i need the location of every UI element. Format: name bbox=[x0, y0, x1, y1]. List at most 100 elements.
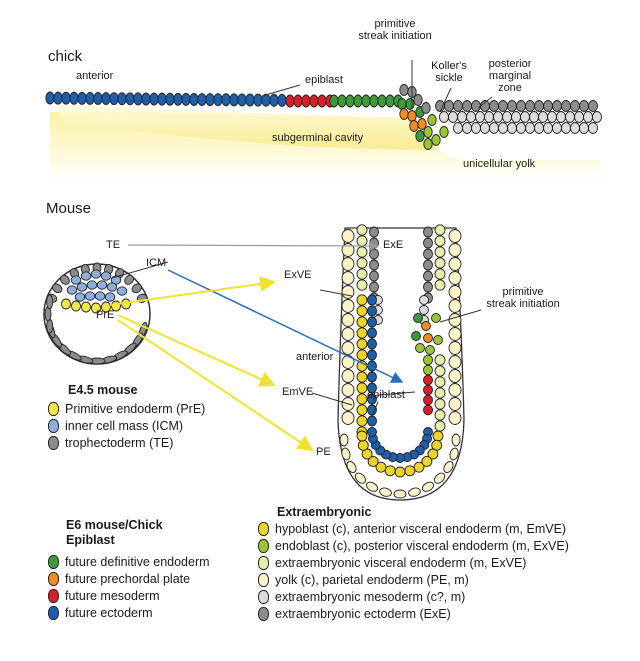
legend-label: extraembryonic ectoderm (ExE) bbox=[275, 607, 451, 621]
cell bbox=[377, 94, 387, 108]
cell bbox=[165, 92, 175, 106]
cell bbox=[101, 92, 111, 106]
exve-label: ExVE bbox=[284, 269, 312, 281]
legend-label: extraembryonic mesoderm (c?, m) bbox=[275, 590, 466, 604]
cell bbox=[448, 243, 462, 257]
cell bbox=[431, 134, 441, 146]
cell bbox=[369, 226, 379, 238]
cell bbox=[369, 281, 379, 293]
cell bbox=[356, 246, 368, 258]
legend-swatch bbox=[48, 572, 59, 586]
cell bbox=[423, 226, 433, 238]
cell bbox=[131, 283, 142, 294]
chick-anterior-label: anterior bbox=[76, 70, 114, 82]
cell bbox=[361, 94, 371, 108]
cell bbox=[439, 126, 449, 138]
cell bbox=[423, 394, 433, 406]
cell bbox=[245, 93, 255, 107]
cell bbox=[404, 465, 416, 477]
cell bbox=[356, 404, 368, 416]
cell bbox=[341, 243, 355, 257]
cell bbox=[94, 291, 106, 301]
cell bbox=[507, 100, 517, 112]
cell bbox=[356, 338, 368, 350]
cell bbox=[423, 138, 433, 150]
cell bbox=[341, 327, 355, 341]
cell bbox=[367, 294, 377, 306]
cell bbox=[356, 268, 368, 280]
cell bbox=[421, 321, 431, 331]
cell bbox=[66, 285, 78, 295]
cell bbox=[86, 280, 98, 290]
cell bbox=[457, 111, 467, 123]
mouse-streak-label: primitive streak initiation bbox=[486, 286, 560, 310]
legend-e45-heading: E4.5 mouse bbox=[68, 383, 138, 397]
cell bbox=[385, 94, 395, 108]
cell bbox=[480, 122, 490, 134]
cell bbox=[423, 333, 433, 343]
cell bbox=[448, 299, 462, 313]
cell bbox=[229, 93, 239, 107]
cell bbox=[369, 248, 379, 260]
cell bbox=[367, 349, 377, 361]
cell bbox=[462, 122, 472, 134]
cell bbox=[547, 111, 557, 123]
cell bbox=[293, 94, 303, 108]
cell bbox=[434, 420, 446, 432]
cell bbox=[405, 98, 415, 110]
posterior-marginal-zone-label: posterior marginal zone bbox=[488, 58, 532, 94]
legend-label: future definitive endoderm bbox=[65, 555, 210, 569]
legend-item: Primitive endoderm (PrE) bbox=[48, 402, 205, 416]
legend-item: future prechordal plate bbox=[48, 572, 190, 586]
cell bbox=[353, 94, 363, 108]
cell bbox=[425, 345, 435, 355]
cell bbox=[443, 460, 454, 474]
cell bbox=[498, 100, 508, 112]
subgerminal-cavity-label: subgerminal cavity bbox=[272, 132, 364, 144]
cell bbox=[173, 92, 183, 106]
cell bbox=[489, 122, 499, 134]
blastocyst bbox=[43, 262, 151, 365]
cell bbox=[529, 111, 539, 123]
legend-e6-heading: E6 mouse/Chick Epiblast bbox=[66, 518, 163, 547]
legend-swatch bbox=[258, 556, 269, 570]
legend-item: endoblast (c), posterior visceral endode… bbox=[258, 539, 569, 553]
chick-yolk bbox=[50, 104, 600, 180]
cell bbox=[543, 100, 553, 112]
cell bbox=[341, 229, 355, 243]
legend-label: trophectoderm (TE) bbox=[65, 436, 174, 450]
cell bbox=[356, 430, 368, 442]
cell bbox=[157, 92, 167, 106]
pe-label: PE bbox=[316, 446, 331, 458]
cell bbox=[205, 93, 215, 107]
cell bbox=[423, 259, 433, 271]
leader-lines bbox=[111, 60, 493, 417]
cell bbox=[341, 447, 351, 461]
legend-swatch bbox=[258, 590, 269, 604]
cell bbox=[116, 286, 128, 296]
cell bbox=[341, 341, 355, 355]
legend-item: future mesoderm bbox=[48, 589, 159, 603]
cell bbox=[421, 102, 431, 114]
cell bbox=[556, 111, 566, 123]
cell bbox=[579, 100, 589, 112]
cell bbox=[356, 305, 368, 317]
cell bbox=[181, 92, 191, 106]
legend-label: endoblast (c), posterior visceral endode… bbox=[275, 539, 569, 553]
cell bbox=[69, 91, 79, 105]
cell bbox=[583, 111, 593, 123]
cell bbox=[453, 100, 463, 112]
cell bbox=[356, 382, 368, 394]
cell bbox=[407, 110, 417, 122]
cell bbox=[124, 274, 135, 285]
cell bbox=[415, 130, 425, 142]
cell bbox=[552, 122, 562, 134]
cell bbox=[421, 481, 435, 492]
legend-swatch bbox=[48, 589, 59, 603]
cell bbox=[448, 313, 462, 327]
legend-label: hypoblast (c), anterior visceral endoder… bbox=[275, 522, 567, 536]
cell bbox=[317, 94, 327, 108]
cell bbox=[85, 91, 95, 105]
legend-item: trophectoderm (TE) bbox=[48, 436, 173, 450]
cell bbox=[448, 411, 462, 425]
